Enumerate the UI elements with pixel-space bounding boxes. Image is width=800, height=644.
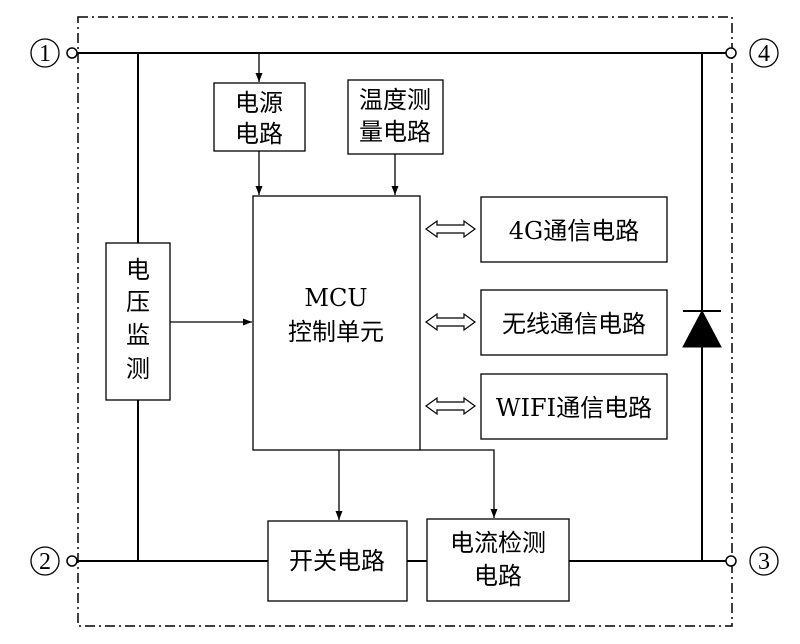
- temperature-label-2: 量电路: [359, 118, 431, 146]
- comm-4g-label: 4G通信电路: [509, 217, 639, 245]
- voltage-monitor-label-1: 电: [126, 256, 150, 284]
- comm-wifi-label: WIFI通信电路: [496, 394, 652, 422]
- double-arrow-icon: [424, 396, 477, 416]
- mcu-label-2: 控制单元: [288, 318, 384, 346]
- comm-wifi-block: [480, 373, 668, 440]
- mcu-label-1: MCU: [304, 284, 367, 312]
- temperature-block: [347, 79, 444, 155]
- terminal-3-label: 3: [758, 549, 770, 575]
- comm-wireless-block: [480, 289, 668, 356]
- terminal-2: 2: [30, 546, 78, 576]
- terminal-2-label: 2: [39, 549, 51, 575]
- current-detect-block: [426, 518, 570, 602]
- current-detect-label-1: 电流检测: [450, 529, 546, 557]
- terminal-4: 4: [725, 38, 779, 68]
- comm-wireless-label: 无线通信电路: [502, 310, 646, 338]
- double-arrow-icon: [424, 312, 477, 332]
- enclosure-border: [77, 16, 733, 627]
- diode-icon: [682, 309, 722, 348]
- terminal-3: 3: [725, 546, 779, 576]
- double-arrow-icon: [424, 219, 477, 239]
- mcu-to-current-arrow: [420, 449, 498, 518]
- switch-block: [267, 520, 408, 602]
- voltage-monitor-label-2: 压: [126, 288, 150, 316]
- terminal-1: 1: [30, 38, 78, 68]
- temperature-label-1: 温度测: [359, 86, 431, 114]
- mcu-block: [252, 195, 421, 451]
- voltage-monitor-label-4: 测: [126, 355, 150, 383]
- comm-4g-block: [480, 196, 668, 263]
- terminal-4-label: 4: [758, 41, 770, 67]
- power-supply-label-2: 电路: [235, 120, 283, 148]
- power-supply-label-1: 电源: [235, 89, 283, 117]
- voltage-monitor-label-3: 监: [126, 321, 150, 349]
- voltage-monitor-block: [105, 242, 171, 401]
- current-detect-label-2: 电路: [474, 562, 522, 590]
- terminal-1-label: 1: [39, 41, 51, 67]
- switch-label: 开关电路: [289, 547, 385, 575]
